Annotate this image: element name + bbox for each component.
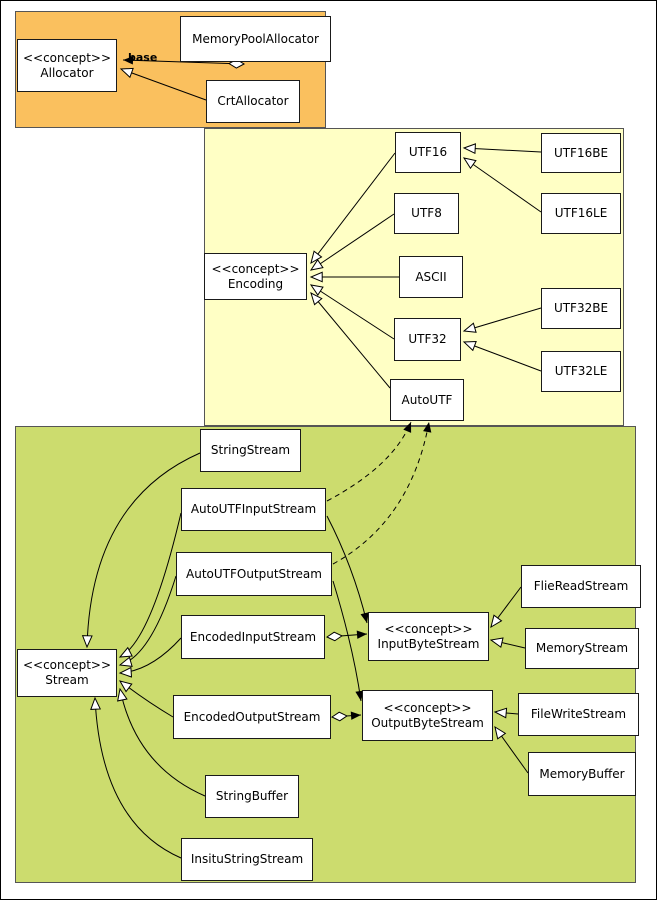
node-label: EncodedOutputStream xyxy=(183,709,321,724)
edge-encodedoutputstream-outputbytestream-concept xyxy=(330,711,362,722)
node-fliereadstream: FlieReadStream xyxy=(521,565,641,608)
node-label: <<concept>> xyxy=(384,621,473,636)
edge-memorystream-inputbytestream-concept xyxy=(489,637,526,649)
node-memorybuffer: MemoryBuffer xyxy=(528,752,636,796)
node-stringbuffer: StringBuffer xyxy=(205,775,299,818)
edge-encodedinputstream-inputbytestream-concept xyxy=(325,630,368,642)
edge-utf32be-utf32 xyxy=(462,307,542,333)
node-label: UTF32BE xyxy=(553,301,609,315)
node-utf32be: UTF32BE xyxy=(541,288,621,329)
node-stringstream: StringStream xyxy=(200,429,301,472)
edge-utf32-encoding-concept xyxy=(309,284,395,340)
node-label: <<concept>> xyxy=(22,658,112,672)
node-label: EncodedInputStream xyxy=(189,629,317,644)
node-encodedinputstream: EncodedInputStream xyxy=(181,615,325,659)
node-insitustringstream: InsituStringStream xyxy=(181,838,313,881)
node-label: <<concept>> xyxy=(383,700,472,715)
node-utf32: UTF32 xyxy=(394,318,461,361)
edge-filewritestream-outputbytestream-concept xyxy=(493,707,519,719)
edge-stringbuffer-stream-concept xyxy=(117,687,206,797)
edge-crtallocator-allocator-concept xyxy=(119,67,207,101)
node-label: ASCII xyxy=(415,269,447,284)
node-crtallocator: CrtAllocator xyxy=(206,80,300,123)
edge-autoutfinputstream-inputbytestream-concept xyxy=(326,515,369,624)
node-label: Encoding xyxy=(227,276,284,291)
node-utf16le: UTF16LE xyxy=(541,193,621,234)
node-memorystream: MemoryStream xyxy=(525,628,639,669)
node-label: UTF8 xyxy=(411,206,442,220)
node-label: UTF32LE xyxy=(554,364,608,378)
node-label: InputByteStream xyxy=(377,636,480,651)
edge-memorypoolallocator-allocator-concept xyxy=(122,56,246,69)
node-label: CrtAllocator xyxy=(217,94,289,108)
edge-autoutfoutputstream-autoutf xyxy=(332,421,432,565)
node-utf32le: UTF32LE xyxy=(541,351,621,392)
edge-utf32le-utf32 xyxy=(462,341,542,372)
edge-utf16-encoding-concept xyxy=(310,152,396,265)
node-label: <<concept>> xyxy=(22,50,112,65)
node-label: FileWriteStream xyxy=(530,707,627,721)
node-utf16be: UTF16BE xyxy=(541,133,621,173)
edge-stringstream-stream-concept xyxy=(81,452,201,649)
edge-autoutf-encoding-concept xyxy=(310,292,391,389)
node-label: UTF16BE xyxy=(553,145,609,160)
edge-utf16le-utf16 xyxy=(462,157,542,213)
node-label: Allocator xyxy=(40,65,94,80)
node-autoutfinputstream: AutoUTFInputStream xyxy=(181,488,326,531)
edge-utf16be-utf16 xyxy=(462,143,542,155)
edge-autoutfinputstream-stream-concept xyxy=(118,512,182,658)
node-label: UTF32 xyxy=(408,332,447,346)
edge-encodedoutputstream-stream-concept xyxy=(118,680,174,718)
edge-insitustringstream-stream-concept xyxy=(90,696,182,859)
node-label: MemoryStream xyxy=(535,641,629,655)
node-label: OutputByteStream xyxy=(371,715,484,730)
node-encoding-concept: <<concept>>Encoding xyxy=(204,253,307,300)
node-utf8: UTF8 xyxy=(394,193,459,234)
node-utf16: UTF16 xyxy=(395,132,461,173)
node-label: InsituStringStream xyxy=(190,852,304,866)
node-label: StringBuffer xyxy=(215,789,289,803)
edge-memorybuffer-outputbytestream-concept xyxy=(494,725,529,774)
node-label: UTF16 xyxy=(408,145,448,159)
node-label: AutoUTFInputStream xyxy=(190,502,317,516)
node-label: AutoUTFOutputStream xyxy=(186,566,322,581)
node-label: AutoUTF xyxy=(401,392,453,407)
node-filewritestream: FileWriteStream xyxy=(518,693,639,736)
node-label: MemoryPoolAllocator xyxy=(192,31,319,46)
node-autoutfoutputstream: AutoUTFOutputStream xyxy=(176,552,332,596)
node-label: FlieReadStream xyxy=(533,579,629,593)
node-outputbytestream-concept: <<concept>>OutputByteStream xyxy=(362,690,493,741)
node-label: <<concept>> xyxy=(211,261,300,276)
node-stream-concept: <<concept>>Stream xyxy=(17,649,117,697)
node-autoutf: AutoUTF xyxy=(390,379,464,421)
node-inputbytestream-concept: <<concept>>InputByteStream xyxy=(368,612,489,661)
node-memorypoolallocator: MemoryPoolAllocator xyxy=(180,16,331,62)
node-label: UTF16LE xyxy=(554,206,608,220)
node-label: StringStream xyxy=(210,443,291,457)
node-allocator-concept: <<concept>>Allocator xyxy=(17,39,117,92)
edge-autoutfoutputstream-stream-concept xyxy=(118,575,177,667)
node-label: MemoryBuffer xyxy=(539,766,625,781)
edge-utf8-encoding-concept xyxy=(309,213,395,271)
node-ascii: ASCII xyxy=(399,256,463,298)
base-label: base xyxy=(128,51,158,64)
edge-autoutfoutputstream-outputbytestream-concept xyxy=(332,580,364,702)
node-label: Stream xyxy=(45,673,89,687)
edge-autoutfinputstream-autoutf xyxy=(326,421,412,502)
edge-fliereadstream-inputbytestream-concept xyxy=(490,586,522,629)
edge-encodedinputstream-stream-concept xyxy=(118,637,182,678)
node-encodedoutputstream: EncodedOutputStream xyxy=(173,695,331,739)
